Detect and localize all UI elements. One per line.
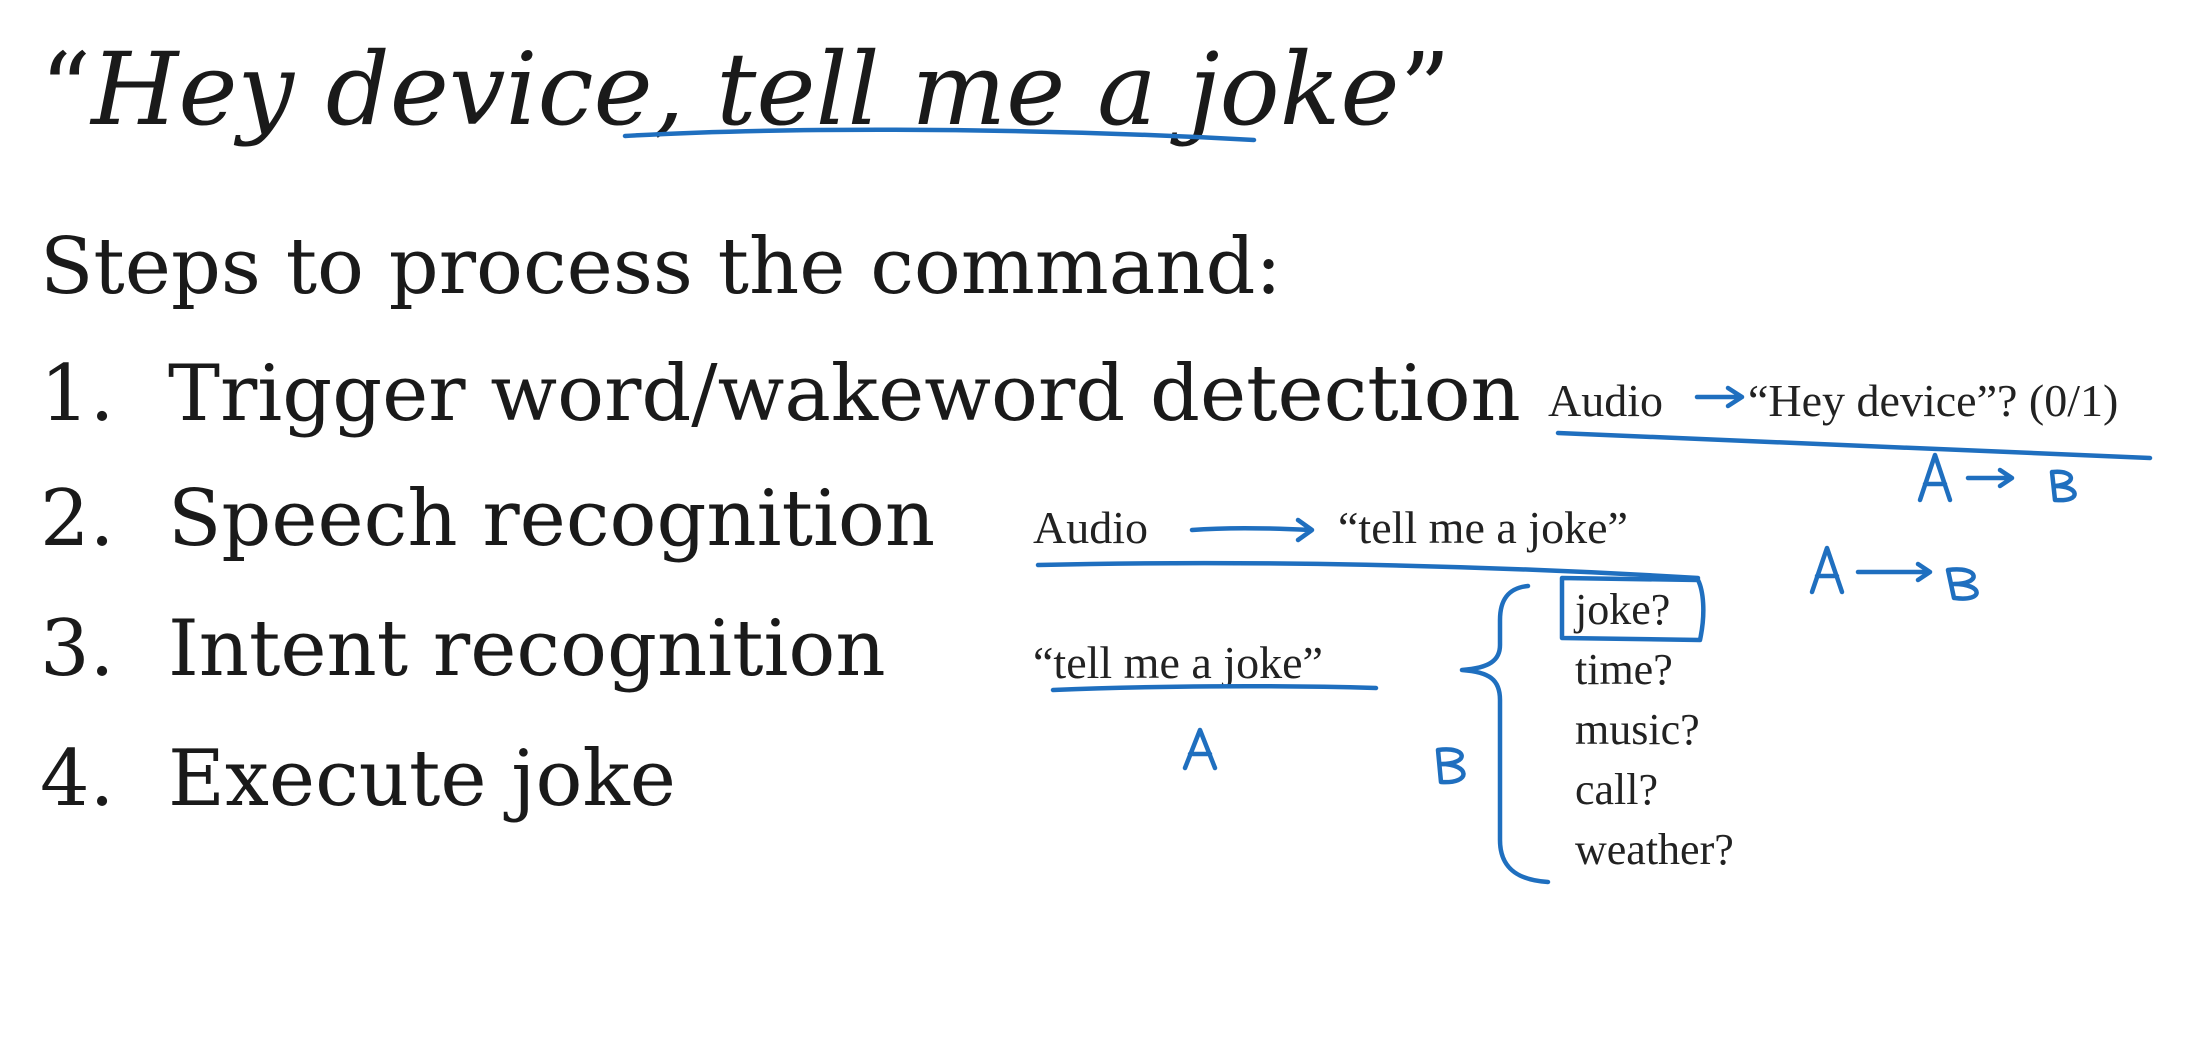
intent-option: music? xyxy=(1575,705,1700,754)
handwritten-arrow xyxy=(1965,467,2015,489)
handwritten-letter-a xyxy=(1182,727,1218,771)
wakeword-input-label: Audio xyxy=(1548,375,1663,426)
wakeword-output-label: “Hey device”? (0/1) xyxy=(1748,375,2119,426)
intent-brace xyxy=(1459,583,1551,885)
intent-input-label: “tell me a joke” xyxy=(1033,637,1323,688)
title-plain-text: Hey device, xyxy=(91,31,717,148)
wakeword-arrow xyxy=(1694,385,1745,409)
speech-underline xyxy=(1035,560,1701,581)
step-number: 4. xyxy=(40,734,115,824)
step-4: 4. Execute joke xyxy=(40,740,676,818)
step-label: Speech recognition xyxy=(168,474,936,564)
handwritten-letter-b xyxy=(1435,747,1466,785)
step-1: 1. Trigger word/wakeword detection xyxy=(40,355,1521,433)
slide-title: “Hey device, tell me a joke” xyxy=(40,40,1451,140)
title-close-quote: ” xyxy=(1399,31,1451,148)
speech-arrow xyxy=(1189,517,1315,543)
title-open-quote: “ xyxy=(40,31,92,148)
step-number: 2. xyxy=(40,474,115,564)
intent-option: weather? xyxy=(1575,825,1734,874)
intent-option: joke? xyxy=(1575,585,1671,634)
handwritten-letter-b xyxy=(2049,469,2077,503)
handwritten-letter-b xyxy=(1945,567,1979,601)
speech-input-label: Audio xyxy=(1033,502,1148,553)
handwritten-arrow xyxy=(1855,561,1933,583)
handwritten-letter-a xyxy=(1809,545,1845,595)
step-label: Trigger word/wakeword detection xyxy=(168,349,1521,439)
step-number: 1. xyxy=(40,349,115,439)
speech-output-label: “tell me a joke” xyxy=(1338,502,1628,553)
intent-option: call? xyxy=(1575,765,1659,814)
step-label: Execute joke xyxy=(168,734,676,824)
step-label: Intent recognition xyxy=(168,604,886,694)
step-number: 3. xyxy=(40,604,115,694)
handwritten-letter-a xyxy=(1917,452,1953,503)
step-2: 2. Speech recognition xyxy=(40,480,935,558)
slide-subtitle: Steps to process the command: xyxy=(40,222,1282,312)
title-command-text: tell me a joke xyxy=(716,31,1400,148)
intent-option: time? xyxy=(1575,645,1673,694)
wakeword-underline xyxy=(1555,430,2153,461)
step-3: 3. Intent recognition xyxy=(40,610,886,688)
